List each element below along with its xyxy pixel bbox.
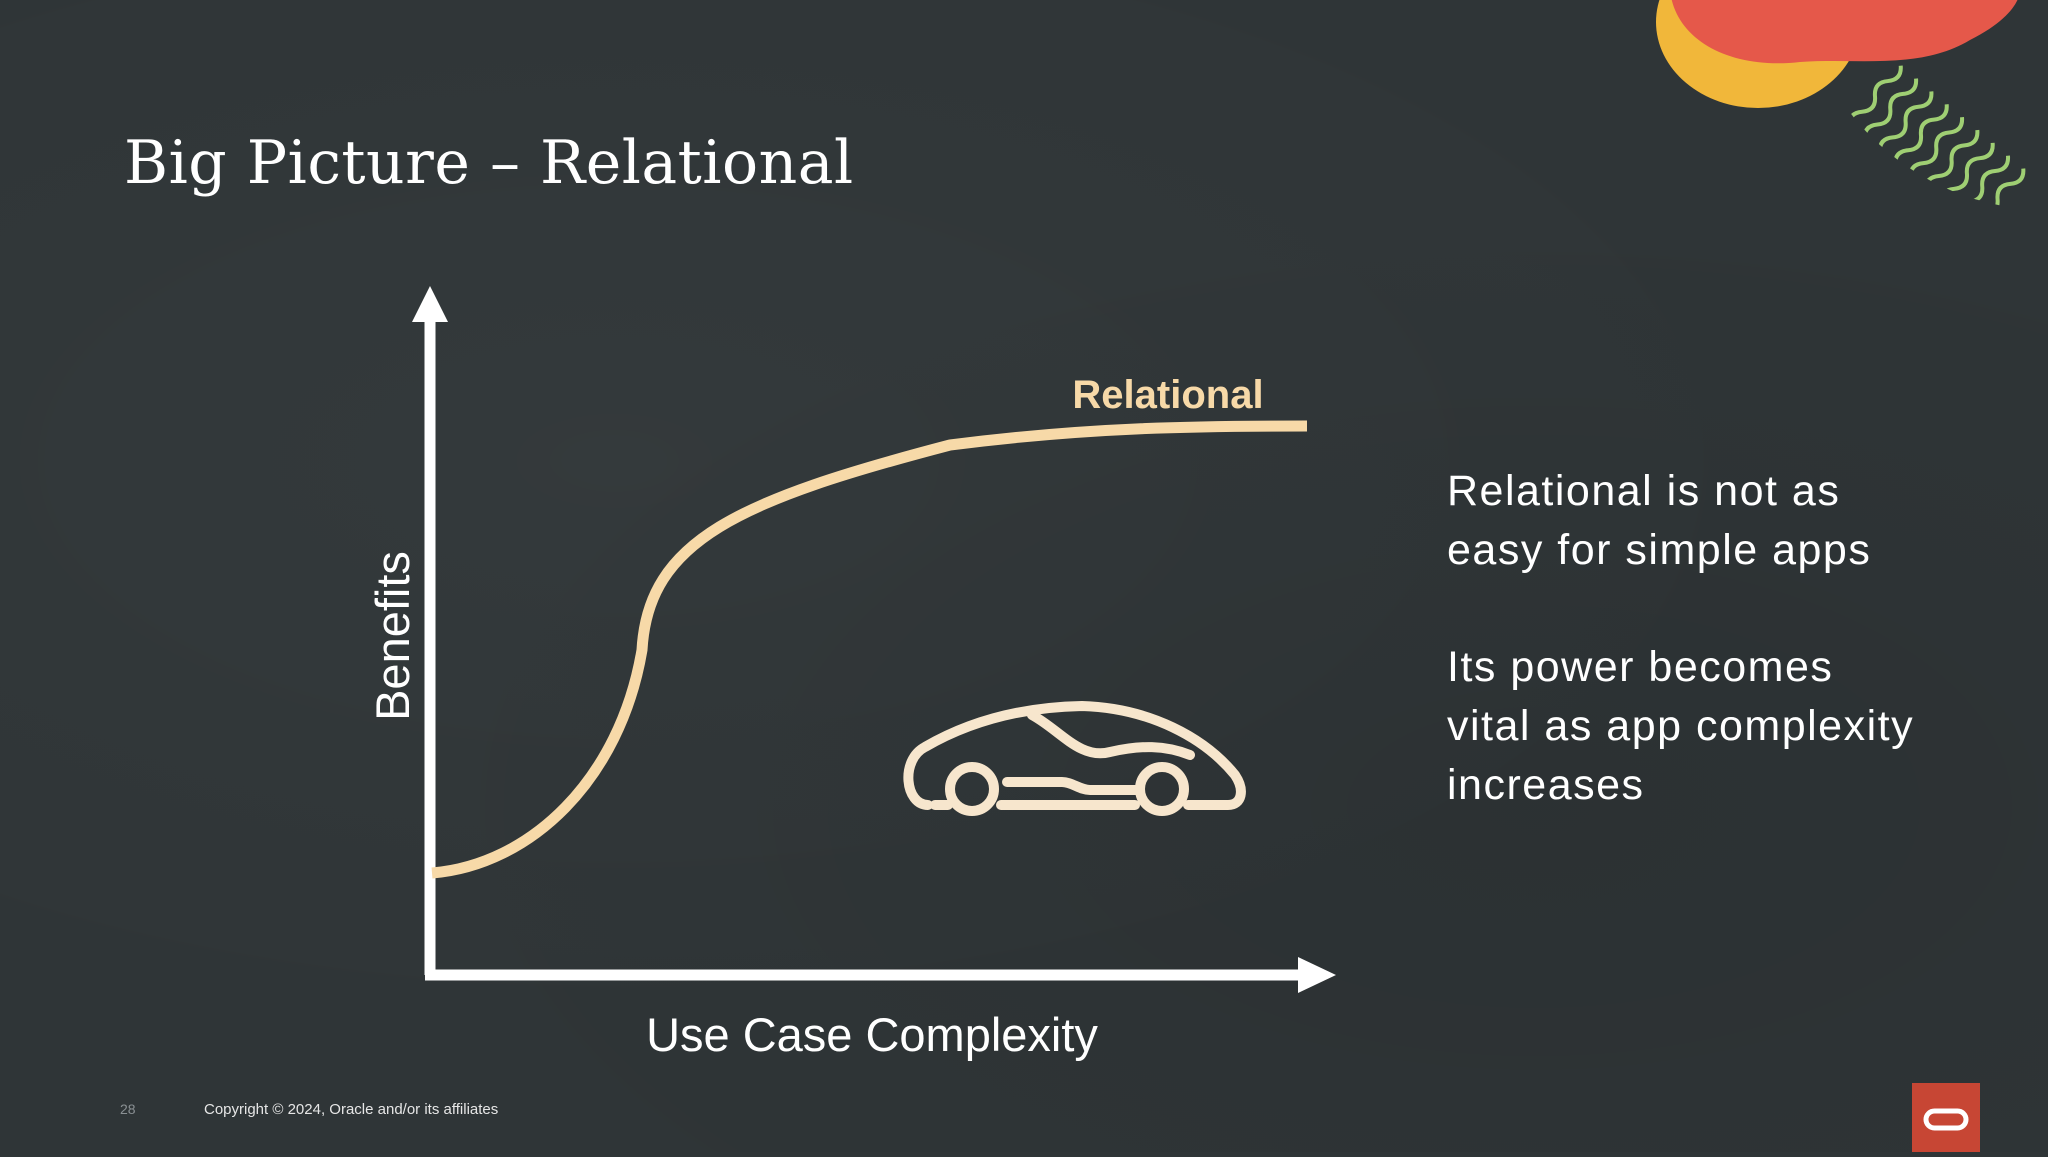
series-label-relational: Relational [1072,373,1263,417]
y-axis-arrowhead [412,286,448,322]
decorative-corner-art [1656,0,2026,210]
body-line: vital as app complexity [1447,702,1915,750]
body-paragraph-2: Its power becomes vital as app complexit… [1447,638,2007,815]
body-paragraph-1: Relational is not as easy for simple app… [1447,462,2007,580]
relational-curve [431,420,1308,879]
body-line: Relational is not as [1447,467,1841,515]
body-line: easy for simple apps [1447,526,1872,574]
x-axis-label: Use Case Complexity [646,1008,1098,1061]
body-line: Its power becomes [1447,643,1834,691]
car-icon [903,701,1246,816]
body-line: increases [1447,761,1645,809]
page-title: Big Picture – Relational [124,128,854,198]
oracle-logo-icon [1912,1083,1980,1152]
red-blob [1671,0,2018,64]
page-number: 28 [120,1101,136,1117]
y-axis-label: Benefits [366,551,419,721]
copyright-text: Copyright © 2024, Oracle and/or its affi… [204,1101,499,1118]
x-axis-arrowhead [1298,957,1336,993]
